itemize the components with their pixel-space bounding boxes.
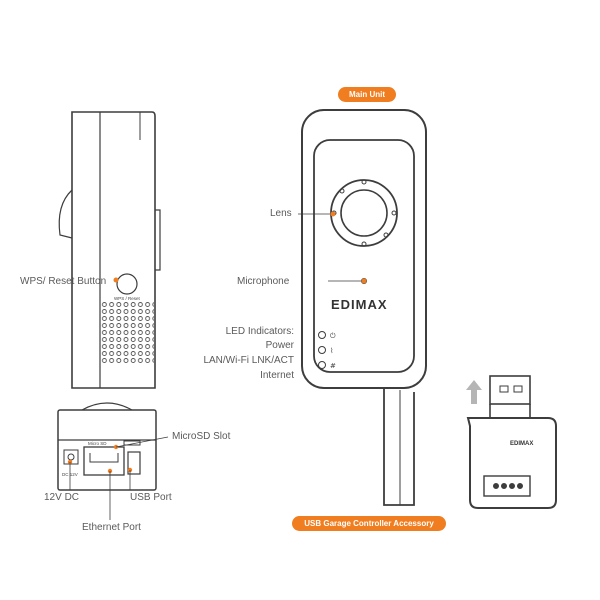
wps-reset-button bbox=[116, 273, 138, 295]
led-lan-wifi bbox=[318, 346, 326, 354]
lens-mount-screw bbox=[383, 232, 389, 238]
microsd-slot bbox=[123, 440, 141, 446]
edimax-logo-accessory: EDIMAX bbox=[510, 441, 534, 447]
lens-mount-screw bbox=[361, 179, 367, 185]
label-microphone: Microphone bbox=[237, 276, 290, 287]
lens-mount-screw bbox=[339, 188, 345, 194]
label-dc: 12V DC bbox=[44, 492, 80, 503]
ethernet-jack bbox=[83, 446, 125, 476]
side-view-device bbox=[58, 111, 161, 389]
side-view-back-bump bbox=[58, 189, 73, 239]
led-wifi-icon: ⌇ bbox=[330, 347, 333, 355]
lens-mount-screw bbox=[361, 241, 367, 247]
bottom-view-leaders bbox=[69, 436, 169, 520]
label-led-lan-wifi: LAN/Wi-Fi LNK/ACT bbox=[203, 355, 294, 366]
accessory-body bbox=[466, 417, 557, 509]
main-unit-title: Main Unit bbox=[338, 87, 396, 102]
led-power bbox=[318, 331, 326, 339]
ethernet-jack-contacts bbox=[89, 453, 119, 463]
side-view-body bbox=[71, 111, 156, 389]
main-unit-cable-stem bbox=[383, 388, 415, 506]
label-usb: USB Port bbox=[130, 492, 172, 503]
led-power-icon: ⏻ bbox=[330, 332, 336, 340]
dc-caption: DC 12V bbox=[62, 472, 78, 477]
usb-accessory-device bbox=[466, 375, 557, 509]
label-ethernet: Ethernet Port bbox=[82, 522, 141, 533]
wps-button-caption: WPS / Reset bbox=[114, 296, 140, 301]
microsd-caption: Micro SD bbox=[88, 441, 107, 446]
lens-mount-screw bbox=[391, 210, 397, 216]
led-internet bbox=[318, 361, 326, 369]
bottom-view-lens-dome bbox=[81, 402, 133, 411]
side-view-clip bbox=[155, 209, 161, 271]
accessory-title: USB Garage Controller Accessory bbox=[292, 516, 446, 531]
bottom-view-device bbox=[57, 402, 157, 491]
side-view-vent-grille bbox=[101, 301, 154, 365]
main-unit-outer-shell bbox=[301, 109, 427, 389]
bottom-view-body bbox=[57, 409, 157, 491]
label-wps-reset: WPS/ Reset Button bbox=[20, 276, 107, 287]
accessory-connector bbox=[483, 475, 531, 497]
led-internet-icon: # bbox=[330, 362, 336, 370]
label-led-power: Power bbox=[265, 340, 294, 351]
main-unit-leaders bbox=[298, 213, 361, 282]
label-microsd: MicroSD Slot bbox=[172, 431, 231, 442]
wps-leader-dot bbox=[113, 277, 119, 283]
label-led-internet: Internet bbox=[260, 370, 294, 381]
main-unit-front-panel bbox=[313, 139, 415, 373]
label-lens: Lens bbox=[270, 208, 292, 219]
edimax-logo: EDIMAX bbox=[331, 297, 388, 312]
label-led-indicators: LED Indicators: bbox=[225, 326, 294, 337]
usb-port bbox=[127, 451, 141, 475]
accessory-usb-plug bbox=[489, 375, 531, 405]
up-arrow-icon bbox=[466, 380, 482, 404]
dc-jack bbox=[63, 449, 79, 465]
dc-jack-hole bbox=[67, 453, 75, 461]
lens-inner-ring bbox=[340, 189, 388, 237]
